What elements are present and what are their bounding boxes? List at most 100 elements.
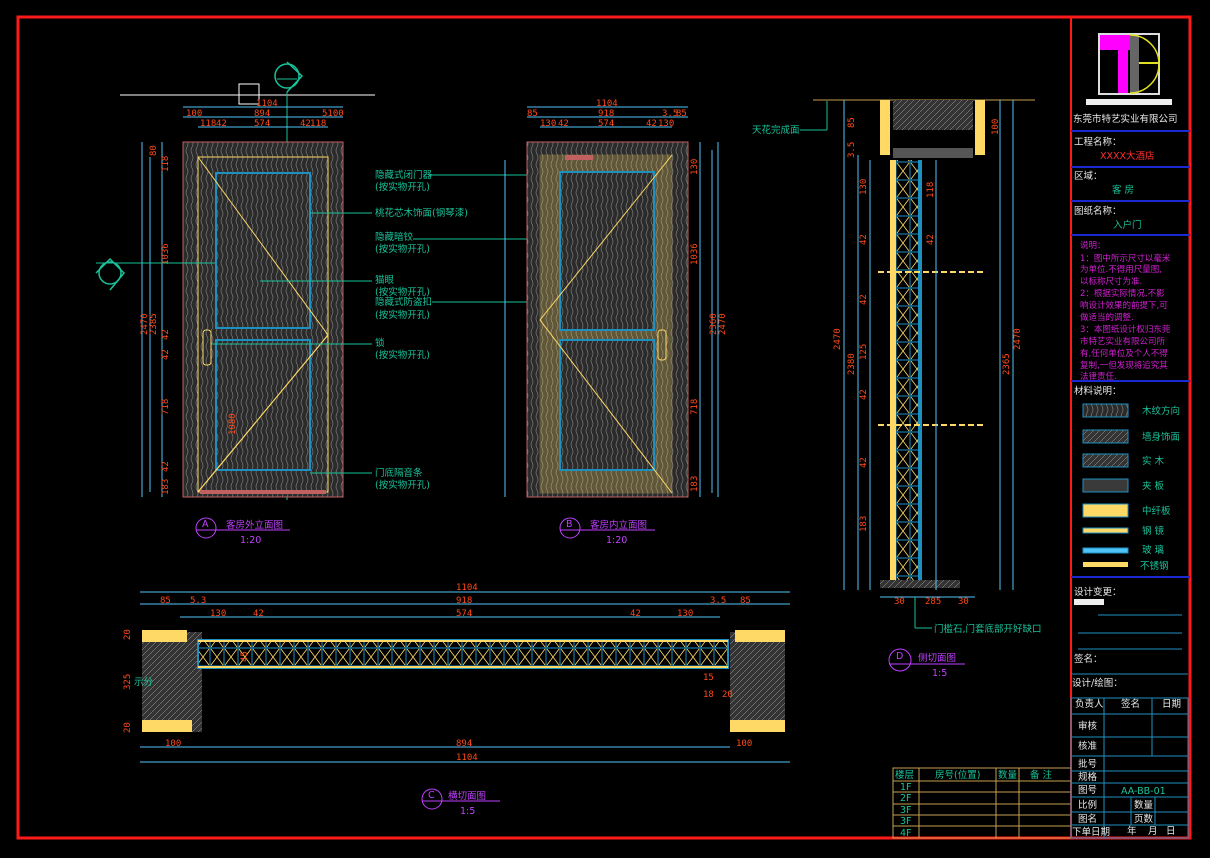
label-text: 100 xyxy=(736,739,752,749)
label-text: 2470 xyxy=(718,313,728,335)
label-text: (按实物开孔) xyxy=(375,181,430,193)
label-text: 以标称尺寸为准. xyxy=(1080,276,1142,287)
label-text: 核准 xyxy=(1078,740,1098,752)
label-text: 图纸名称： xyxy=(1074,205,1122,217)
callout-closer: 隐藏式闭门器 xyxy=(375,169,433,181)
label-text: 1036 xyxy=(690,243,700,265)
dim-text: 894 xyxy=(254,109,270,119)
label-text: 2F xyxy=(900,793,912,804)
label-text: 做适当的调整. xyxy=(1080,312,1134,323)
label-text: (按实物开孔) xyxy=(375,309,430,321)
dim-text: 42 xyxy=(161,349,171,360)
label-text: 125 xyxy=(859,344,869,360)
label-text: 年 xyxy=(1127,825,1137,837)
area-value: 客 房 xyxy=(1112,184,1134,196)
label-text: 574 xyxy=(456,609,472,619)
label-text: 42 xyxy=(630,609,641,619)
label-text: 42 xyxy=(926,234,936,245)
label-text: 实 木 xyxy=(1142,455,1165,467)
label-text: 42 xyxy=(859,389,869,400)
company-name: 东莞市特艺实业有限公司 xyxy=(1073,113,1178,125)
view-label-b: B 客房内立面图 1:20 xyxy=(559,517,655,546)
section-marker-d-top xyxy=(274,61,304,93)
dim-text: 42 xyxy=(161,461,171,472)
callout-peephole: 猫眼 xyxy=(375,274,395,286)
label-text: 20 xyxy=(123,629,133,640)
label-text: 下单日期 xyxy=(1072,826,1110,838)
drawing-name: 入户门 xyxy=(1113,219,1142,231)
drawing-number: AA-BB-01 xyxy=(1121,786,1166,797)
label-text: 有,任何单位及个人不得 xyxy=(1080,348,1168,359)
label-text: 130 xyxy=(690,159,700,175)
dim-text: 42 xyxy=(161,329,171,340)
label-text: 3：本图纸设计权归东莞 xyxy=(1080,324,1171,335)
label-text: 负责人 xyxy=(1075,698,1104,710)
company-logo xyxy=(1086,33,1172,105)
label-text: 备 注 xyxy=(1030,769,1053,781)
materials-legend: 木纹方向 墙身饰面 实 木 夹 板 中纤板 钢 镜 玻 璃 不锈钢 xyxy=(1082,403,1180,572)
label-text: (按实物开孔) xyxy=(375,243,430,255)
view-label-c: C 横切面图 1:5 xyxy=(421,788,500,817)
label-text: 区域： xyxy=(1074,170,1103,182)
label-text: 墙身饰面 xyxy=(1142,431,1180,443)
label-text: 85 xyxy=(160,596,171,606)
label-text: 85 xyxy=(676,109,687,119)
label-text: 3F xyxy=(900,816,912,827)
label-text: 1:5 xyxy=(460,806,475,817)
label-text: 718 xyxy=(690,399,700,415)
section-marker-c-left xyxy=(95,257,215,291)
label-text: 1F xyxy=(900,782,912,793)
label-text: 日 xyxy=(1166,826,1176,837)
label-text: 数量 xyxy=(998,769,1018,781)
floor-schedule-text: 楼层 房号(位置) 数量 备 注 1F 2F 3F 3F 4F xyxy=(895,769,1053,839)
label-text: 130 xyxy=(677,609,693,619)
dim-text: 718 xyxy=(161,399,171,415)
label-text: 5.3 xyxy=(190,596,206,606)
label-text: 客房内立面图 xyxy=(590,519,647,531)
label-text: 签名 xyxy=(1121,698,1140,710)
elevation-b: 1104 85 918 3.5 85 130 42 574 42 130 247… xyxy=(504,99,728,546)
label-text: 玻 璃 xyxy=(1142,544,1164,556)
floor-schedule xyxy=(892,767,1072,839)
label-text: 85 xyxy=(847,117,857,128)
label-text: 批号 xyxy=(1078,758,1097,770)
sheet-border xyxy=(16,15,1192,840)
label-text: 1:20 xyxy=(606,535,627,546)
label-text: 比例 xyxy=(1078,799,1097,811)
label-text: 钢 镜 xyxy=(1142,525,1165,537)
label-text: 规格 xyxy=(1078,771,1098,783)
label-text: 2470 xyxy=(1013,328,1023,350)
label-text: 日期 xyxy=(1162,699,1181,710)
notes: 1：图中所示尺寸以毫米 为单位.不得用尺量图, 以标称尺寸为准. 2：根据实际情… xyxy=(1080,253,1171,382)
dim-text: 183 xyxy=(161,479,171,495)
dim-text: 80 xyxy=(149,145,159,156)
label-text: (按实物开孔) xyxy=(375,349,430,361)
label-text: 130 xyxy=(210,609,226,619)
label-text: 示分 xyxy=(134,677,154,688)
label-text: 说明： xyxy=(1080,240,1106,251)
label-text: 1104 xyxy=(456,583,478,593)
label-text: 房号(位置) xyxy=(935,769,980,781)
callout-seal: 门底隔音条 xyxy=(375,467,423,479)
label-text: 不锈钢 xyxy=(1140,560,1169,572)
label-text: 42 xyxy=(859,234,869,245)
label-text: 2365 xyxy=(1002,353,1012,375)
label-text: 市特艺实业有限公司所 xyxy=(1080,336,1166,347)
label-text: 15 xyxy=(703,673,714,683)
label-text: 1104 xyxy=(456,753,478,763)
label-text: 中纤板 xyxy=(1142,505,1171,517)
dim-text: 118 xyxy=(200,119,216,129)
label-text: 42 xyxy=(859,294,869,305)
label-text: 为单位.不得用尺量图, xyxy=(1080,264,1162,275)
callout-threshold: 门槛石,门套底部开好缺口 xyxy=(934,623,1042,635)
dim-text: 100 xyxy=(186,109,202,119)
label-text: 2470 xyxy=(833,328,843,350)
label-text: 918 xyxy=(456,596,472,606)
label-text: 图号 xyxy=(1078,785,1097,796)
label-text: 574 xyxy=(598,119,614,129)
label-text: 响设计效果的前提下,可 xyxy=(1080,300,1168,311)
callout-lock: 锁 xyxy=(375,337,385,349)
label-text: 918 xyxy=(598,109,614,119)
label-text: 法律责任. xyxy=(1080,371,1117,382)
